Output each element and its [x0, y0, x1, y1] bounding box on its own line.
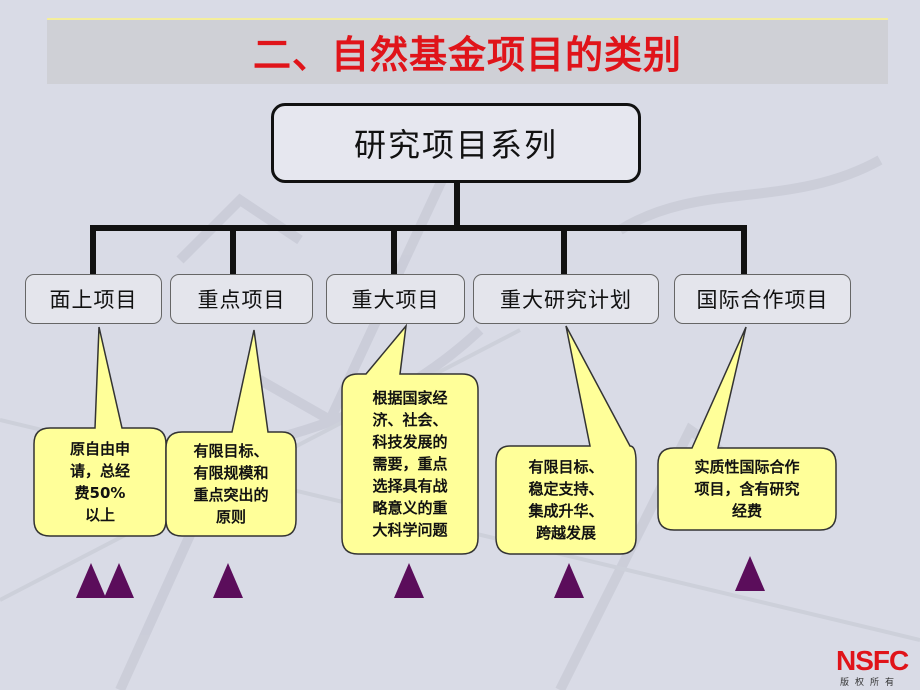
category-general: 面上项目	[25, 274, 162, 324]
page-title: 二、自然基金项目的类别	[252, 33, 682, 77]
category-major-research-plan: 重大研究计划	[473, 274, 659, 324]
logo-caption: 版权所有	[840, 678, 901, 688]
callout-key	[165, 329, 297, 537]
note-key: 有限目标、 有限规模和 重点突出的 原则	[193, 442, 269, 526]
triangle-marker	[735, 556, 765, 591]
title-band	[47, 18, 888, 84]
note-general: 原自由申 请，总经 费50% 以上	[69, 440, 130, 524]
note-major: 根据国家经 济、社会、 科技发展的 需要，重点 选择具有战 略意义的重 大科学问…	[372, 389, 448, 539]
callout-international	[657, 326, 837, 531]
category-key: 重点项目	[170, 274, 313, 324]
root-node: 研究项目系列	[271, 103, 641, 183]
logo-mark: NSFC	[836, 645, 909, 676]
triangle-marker	[104, 563, 134, 598]
category-international: 国际合作项目	[674, 274, 851, 324]
category-major: 重大项目	[326, 274, 465, 324]
triangle-marker	[554, 563, 584, 598]
triangle-marker	[394, 563, 424, 598]
callout-major-research-plan	[495, 325, 637, 555]
callout-major	[341, 323, 479, 555]
callout-general	[33, 326, 167, 537]
triangle-marker	[76, 563, 106, 598]
note-major-research-plan: 有限目标、 稳定支持、 集成升华、 跨越发展	[528, 458, 604, 542]
triangle-marker	[213, 563, 243, 598]
note-international: 实质性国际合作 项目，含有研究 经费	[694, 458, 800, 520]
nsfc-logo: NSFC 版权所有	[836, 645, 918, 689]
